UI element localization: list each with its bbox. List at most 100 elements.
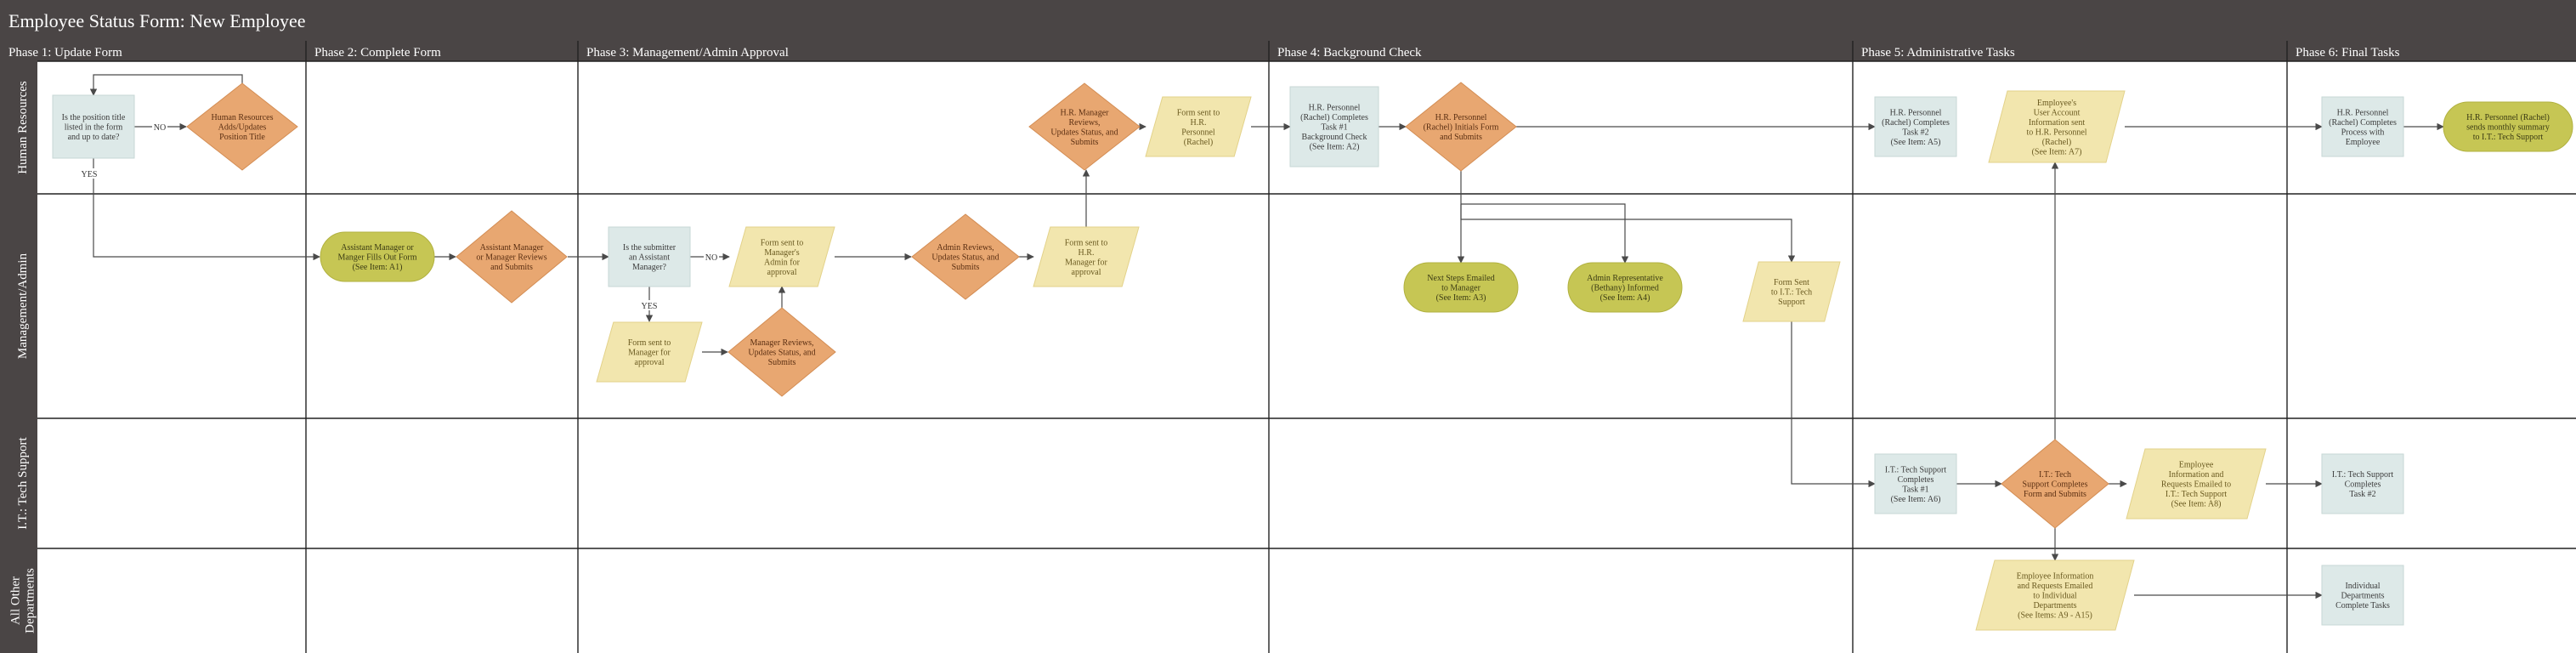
- decision-diamond: [1028, 82, 1141, 171]
- data-parallelogram: [728, 226, 835, 287]
- node-text-line: to I.T.: Tech: [1771, 288, 1812, 298]
- node-text-line: H.R. Personnel: [1309, 104, 1361, 113]
- flow-arrow: [1460, 204, 1796, 263]
- node-text-line: Individual: [2345, 582, 2380, 591]
- node-text-line: approval: [767, 268, 797, 277]
- node-text-line: (See Item: A6): [1891, 495, 1941, 504]
- flow-arrow: [1461, 203, 1629, 264]
- node-text-line: Process with: [2341, 128, 2385, 137]
- node-text-line: Employee: [2179, 461, 2214, 470]
- process-box: [1874, 453, 1957, 514]
- node-text-line: (Rachel) Initials Form: [1424, 123, 1499, 133]
- node-text-line: H.R.: [1079, 248, 1095, 258]
- node-text-line: Employee Information: [2017, 572, 2094, 582]
- terminal-pill: [1403, 262, 1519, 313]
- node-text-line: Next Steps Emailed: [1427, 274, 1494, 283]
- node-text-line: and Submits: [1440, 133, 1482, 142]
- decision-diamond: [1405, 82, 1517, 172]
- node-text-line: Completes: [1898, 475, 1934, 485]
- edge-label-no: NO: [705, 253, 717, 263]
- node-text-line: Complete Tasks: [2335, 601, 2390, 610]
- node-text-line: and Submits: [490, 263, 533, 272]
- node-text-line: Form Sent: [1774, 278, 1809, 287]
- data-parallelogram: [2126, 448, 2267, 520]
- node-text-line: Updates Status, and: [748, 349, 815, 358]
- node-text-line: (See Item: A1): [353, 263, 403, 272]
- lane-label-3: I.T.: Tech Support: [16, 436, 30, 529]
- node-text-line: (Rachel) Completes: [1300, 113, 1368, 122]
- node-text-line: approval: [1072, 268, 1101, 277]
- node-text-line: Background Check: [1302, 133, 1367, 142]
- node-text-line: Employee's: [2037, 99, 2076, 108]
- node-text-line: I.T.: Tech Support: [1885, 465, 1946, 474]
- node-text-line: sends monthly summary: [2466, 123, 2550, 133]
- process-box: [608, 226, 691, 287]
- flow-node-parallelogram: Form sent toH.R.Personnel(Rachel): [1145, 96, 1252, 157]
- node-text-line: Admin Reviews,: [937, 243, 994, 253]
- lane-label-line: Departments: [24, 568, 37, 633]
- edge-label-bg: [152, 122, 167, 132]
- decision-diamond: [728, 307, 836, 397]
- process-box: [2321, 453, 2404, 514]
- node-text-line: Task #2: [1902, 128, 1928, 137]
- node-text-line: Human Resources: [211, 113, 273, 122]
- flow-arrow: [1791, 321, 1876, 488]
- process-box: [2321, 565, 2404, 626]
- node-text-line: to Individual: [2033, 592, 2077, 601]
- node-text-line: H.R. Personnel: [2337, 108, 2389, 117]
- node-text-line: Submits: [768, 358, 796, 367]
- decision-diamond: [456, 210, 568, 304]
- node-text-line: (Rachel): [1184, 138, 1213, 147]
- node-text-line: Task #1: [1902, 485, 1928, 494]
- lane-label-line: I.T.: Tech Support: [16, 436, 30, 529]
- node-text-line: H.R. Personnel (Rachel): [2466, 113, 2550, 122]
- flow-node-decision: Manager Reviews,Updates Status, andSubmi…: [728, 307, 836, 397]
- node-text-line: Updates Status, and: [1050, 128, 1118, 137]
- data-parallelogram: [1145, 96, 1252, 157]
- node-text-line: Requests Emailed to: [2161, 480, 2231, 490]
- process-box: [52, 94, 135, 159]
- node-text-line: Assistant Manager: [480, 243, 544, 253]
- edge-label-yes: YES: [82, 170, 98, 179]
- node-text-line: Form and Submits: [2024, 490, 2086, 499]
- lane-label-line: All Other: [9, 576, 23, 625]
- node-text-line: Departments: [2033, 601, 2076, 610]
- lane-label-line: Human Resources: [16, 81, 30, 174]
- flow-arrow: [89, 74, 243, 96]
- node-text-line: Form sent to: [1177, 108, 1220, 117]
- flow-arrow: [93, 158, 320, 261]
- node-text-line: Information sent: [2029, 118, 2086, 128]
- terminal-pill: [2443, 101, 2573, 152]
- node-text-line: Form sent to: [1065, 238, 1108, 247]
- node-text-line: (Rachel): [2042, 138, 2071, 147]
- node-text-line: Information and: [2169, 470, 2224, 480]
- node-text-line: H.R. Manager: [1061, 108, 1110, 117]
- process-box: [1289, 86, 1379, 168]
- terminal-pill: [1567, 262, 1683, 313]
- node-text-line: Support Completes: [2023, 480, 2088, 490]
- node-text-line: Manager's: [764, 248, 799, 258]
- node-text-line: Manager?: [632, 263, 667, 272]
- node-text-line: and Requests Emailed: [2018, 582, 2093, 591]
- node-text-line: H.R.: [1191, 118, 1207, 128]
- edge-label-no: NO: [154, 123, 166, 133]
- data-parallelogram: [1033, 226, 1140, 287]
- node-text-line: to H.R. Personnel: [2026, 128, 2086, 137]
- node-text-line: Assistant Manager or: [341, 243, 414, 253]
- node-text-line: or Manager Reviews: [476, 253, 546, 263]
